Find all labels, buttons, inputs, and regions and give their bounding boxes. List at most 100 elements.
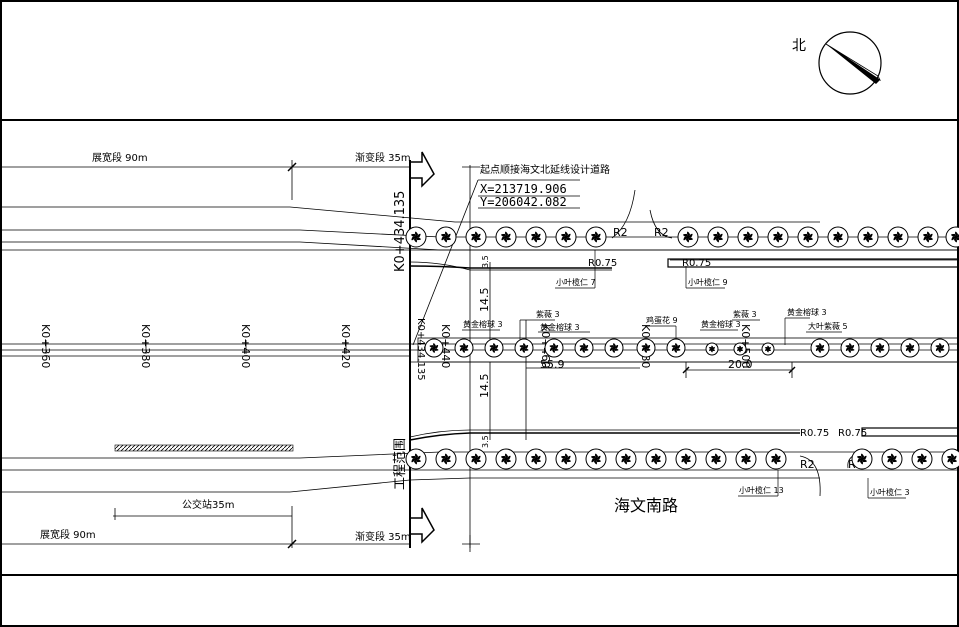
north-arrow-icon: [818, 31, 882, 95]
radius-label-5: R0.75: [800, 428, 829, 439]
plant-label-11: 小叶榄仁 13: [739, 485, 784, 495]
plant-label-5: 黄金榕球 3: [540, 322, 580, 332]
tree-icon: [917, 226, 939, 248]
tree-icon: [525, 448, 547, 470]
tree-icon: [574, 338, 594, 358]
tree-icon: [495, 448, 517, 470]
radius-label-1: R2: [613, 226, 628, 239]
arrow-top-icon: [409, 151, 435, 188]
tree-icon: [454, 338, 474, 358]
dim-seg-b: 20.0: [728, 358, 753, 371]
tree-icon: [827, 226, 849, 248]
tree-icon: [435, 448, 457, 470]
north-label: 北: [792, 38, 806, 54]
chainage-vertical-label: K0+434.135: [393, 191, 408, 272]
start-point-note: 起点顺接海文北延线设计道路: [480, 163, 610, 176]
radius-label-2: R2: [654, 226, 669, 239]
tree-icon: [797, 226, 819, 248]
radius-label-4: R0.75: [682, 258, 711, 269]
station-label: K0+400: [239, 324, 252, 368]
tree-icon: [870, 338, 890, 358]
tree-icon: [767, 226, 789, 248]
plant-label-7: 黄金榕球 3: [701, 319, 741, 329]
plant-label-12: 小叶榄仁 3: [870, 487, 910, 497]
widen-top-label: 展宽段 90m: [92, 151, 148, 164]
tree-icon: [705, 448, 727, 470]
tree-icon: [707, 226, 729, 248]
road-edges-top: [0, 189, 959, 271]
tree-icon: [666, 338, 686, 358]
widen-bottom-label: 展宽段 90m: [40, 528, 96, 541]
start-point-leader: [412, 179, 580, 346]
tree-icon: [857, 226, 879, 248]
arrow-bottom-icon: [409, 507, 435, 544]
plant-label-8: 紫薇 3: [733, 309, 757, 319]
taper-bottom-label: 渐变段 35m: [355, 530, 411, 543]
boundary-label: 工程范围: [393, 438, 408, 490]
tree-icon: [514, 338, 534, 358]
station-label: K0+360: [39, 324, 52, 368]
tree-icon: [555, 448, 577, 470]
tree-icon: [735, 448, 757, 470]
coordinate-x: X=213719.906: [480, 182, 567, 196]
tree-icon: [705, 342, 719, 356]
tree-icon: [636, 338, 656, 358]
tree-icon: [737, 226, 759, 248]
chainage-main-label: K0+434.135: [415, 318, 426, 381]
tree-icon: [645, 448, 667, 470]
plant-label-9: 黄金榕球 3: [787, 307, 827, 317]
dim-seg-a: 55.9: [540, 358, 565, 371]
tree-icon: [585, 448, 607, 470]
plant-label-4: 紫薇 3: [536, 309, 560, 319]
tree-icon: [941, 448, 959, 470]
tree-icon: [851, 448, 873, 470]
tree-icon: [465, 226, 487, 248]
tree-icon: [555, 226, 577, 248]
dim-side-a: 3.5: [481, 255, 490, 268]
radius-label-7: R2: [800, 458, 815, 471]
bus-stop-label: 公交站35m: [182, 498, 234, 511]
tree-icon: [405, 448, 427, 470]
tree-icon: [465, 448, 487, 470]
dim-upper: 14.5: [478, 288, 491, 313]
tree-icon: [495, 226, 517, 248]
tree-icon: [930, 338, 950, 358]
tree-icon: [604, 338, 624, 358]
tree-icon: [544, 338, 564, 358]
median-strip: [417, 337, 959, 363]
dim-lower: 14.5: [478, 374, 491, 399]
tree-icon: [615, 448, 637, 470]
tree-icon: [810, 338, 830, 358]
plant-label-2: 小叶榄仁 9: [688, 277, 728, 287]
road-name-label: 海文南路: [614, 496, 678, 515]
tree-icon: [761, 342, 775, 356]
plant-label-3: 黄金榕球 3: [463, 319, 503, 329]
tree-icon: [525, 226, 547, 248]
plant-label-6: 鸡蛋花 9: [646, 315, 678, 325]
tree-icon: [677, 226, 699, 248]
radius-label-6: R0.75: [838, 428, 867, 439]
tree-icon: [881, 448, 903, 470]
road-edges-bottom: [0, 427, 959, 497]
tree-icon: [435, 226, 457, 248]
station-label: K0+420: [339, 324, 352, 368]
tree-icon: [405, 226, 427, 248]
dimension-lines-bottom: [0, 506, 480, 552]
tree-rows: [405, 226, 959, 470]
taper-top-label: 渐变段 35m: [355, 151, 411, 164]
tree-icon: [840, 338, 860, 358]
tree-icon: [733, 342, 747, 356]
plant-labels: [462, 250, 906, 499]
dim-side-b: 3.5: [481, 435, 490, 448]
tree-icon: [484, 338, 504, 358]
tree-icon: [945, 226, 959, 248]
station-label: K0+380: [139, 324, 152, 368]
tree-icon: [675, 448, 697, 470]
tree-icon: [887, 226, 909, 248]
radius-label-3: R0.75: [588, 258, 617, 269]
tree-icon: [900, 338, 920, 358]
plant-label-10: 大叶紫薇 5: [808, 321, 848, 331]
bus-bay-hatch: [114, 444, 294, 452]
